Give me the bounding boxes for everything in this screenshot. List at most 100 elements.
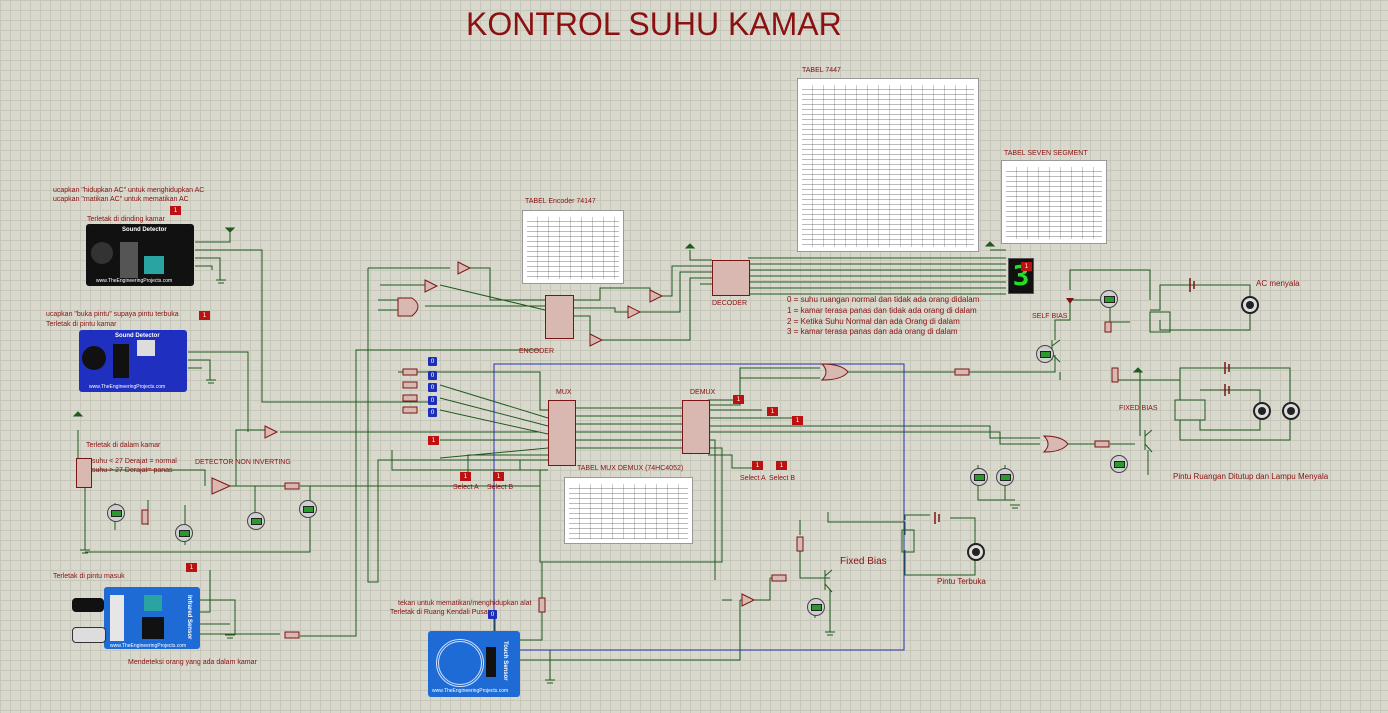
- mux-region-frame: [493, 363, 905, 651]
- voltmeter-icon: [970, 468, 988, 486]
- legend-1: 1 = kamar terasa panas dan tidak ada ora…: [787, 306, 977, 315]
- touch-label: Touch Sensor: [502, 641, 508, 681]
- decoder-chip[interactable]: [712, 260, 750, 296]
- door-open-label: Pintu Terbuka: [937, 577, 986, 586]
- wire-group: [77, 232, 1291, 680]
- select-a-label-1: Select A: [453, 484, 479, 491]
- resistor: [538, 597, 546, 613]
- resistor: [771, 574, 787, 582]
- encoder-table-image: [522, 210, 624, 284]
- buffer-gate: [589, 333, 604, 347]
- touch-note-1: tekan untuk mematikan/menghidupkan alat: [398, 600, 532, 607]
- resistor: [402, 381, 418, 389]
- tabel-encoder-label: TABEL Encoder 74147: [525, 198, 596, 205]
- sound-detector-2-site: www.TheEngineeringProjects.com: [89, 384, 166, 390]
- page-title: KONTROL SUHU KAMAR: [466, 6, 842, 42]
- temperature-sensor[interactable]: [76, 458, 92, 488]
- logic-probe[interactable]: 1: [1021, 262, 1032, 271]
- mux-chip[interactable]: [548, 400, 576, 466]
- temp-rule-2: suhu > 27 Derajat= panas: [92, 467, 173, 474]
- touch-note-2: Terletak di Ruang Kendali Pusat: [390, 609, 490, 616]
- mux-label: MUX: [556, 389, 572, 396]
- or-gate: [1042, 435, 1069, 453]
- potentiometer-icon: [144, 595, 162, 611]
- encoder-label: ENCODER: [519, 348, 555, 355]
- grounds: [80, 279, 1020, 684]
- decoder-label: DECODER: [712, 300, 748, 307]
- vcc-arrows: [72, 227, 1144, 417]
- microphone-icon: [82, 346, 106, 370]
- logic-source[interactable]: 0: [488, 610, 497, 619]
- sound2-note: ucapkan "buka pintu" supaya pintu terbuk…: [46, 311, 179, 318]
- demux-chip[interactable]: [682, 400, 710, 454]
- logic-source[interactable]: 0: [428, 383, 437, 392]
- voltmeter-icon: [107, 504, 125, 522]
- logic-probe[interactable]: 1: [199, 311, 210, 320]
- resistor: [1094, 440, 1110, 448]
- logic-probe[interactable]: 1: [428, 436, 439, 445]
- logic-probe[interactable]: 1: [733, 395, 744, 404]
- sound-detector-2[interactable]: Sound Detector www.TheEngineeringProject…: [79, 330, 187, 392]
- select-b-label-1: Select B: [487, 484, 514, 491]
- logic-probe[interactable]: 1: [170, 206, 181, 215]
- encoder-chip[interactable]: [545, 295, 574, 339]
- fixed-bias-label: Fixed Bias: [840, 556, 887, 567]
- infrared-label: Infrared Sensor: [186, 595, 192, 640]
- select-b-label-2: Select B: [769, 475, 796, 482]
- logic-probe[interactable]: 1: [752, 461, 763, 470]
- touch-pad-icon: [436, 639, 484, 687]
- buffer-gate: [741, 593, 756, 607]
- touch-site: www.TheEngineeringProjects.com: [432, 688, 509, 694]
- legend-2: 2 = Ketika Suhu Normal dan ada Orang di …: [787, 317, 960, 326]
- ir-receiver-icon: [72, 627, 106, 643]
- potentiometer-icon: [137, 340, 155, 356]
- logic-source[interactable]: 0: [428, 371, 437, 380]
- touch-sensor[interactable]: Touch Sensor www.TheEngineeringProjects.…: [428, 631, 520, 697]
- logic-source[interactable]: 0: [428, 357, 437, 366]
- logic-probe[interactable]: 1: [767, 407, 778, 416]
- infrared-sensor[interactable]: Infrared Sensor www.TheEngineeringProjec…: [104, 587, 200, 649]
- buffer-gate: [457, 261, 472, 275]
- sound-detector-1-label: Sound Detector: [122, 227, 167, 233]
- ac-fan-icon: [1241, 296, 1259, 314]
- microphone-icon: [91, 242, 113, 264]
- logic-probe[interactable]: 1: [776, 461, 787, 470]
- temp-location: Terletak di dalam kamar: [86, 442, 161, 449]
- lamp-1-icon: [1253, 402, 1271, 420]
- self-bias-label: SELF BIAS: [1032, 313, 1068, 320]
- logic-probe[interactable]: 1: [460, 472, 471, 481]
- tabel-mux-label: TABEL MUX DEMUX (74HC4052): [577, 465, 684, 472]
- voltmeter-icon: [299, 500, 317, 518]
- voltmeter-icon: [807, 598, 825, 616]
- ir-led-icon: [72, 598, 104, 612]
- tabel-7447-image: [797, 78, 979, 252]
- legend-0: 0 = suhu ruangan normal dan tidak ada or…: [787, 295, 980, 304]
- logic-probe[interactable]: 1: [186, 563, 197, 572]
- voltmeter-icon: [1100, 290, 1118, 308]
- door-light-label: Pintu Ruangan Ditutup dan Lampu Menyala: [1173, 472, 1329, 481]
- sound1-note-1: ucapkan "hidupkan AC" untuk menghidupkan…: [53, 187, 205, 194]
- resistors: [141, 321, 1119, 639]
- resistor: [796, 536, 804, 552]
- opamp: [211, 477, 232, 495]
- voltmeter-icon: [1036, 345, 1054, 363]
- logic-source[interactable]: 0: [428, 408, 437, 417]
- transistors: [824, 339, 1153, 593]
- sound-detector-1[interactable]: Sound Detector www.TheEngineeringProject…: [86, 224, 194, 286]
- logic-source[interactable]: 0: [428, 396, 437, 405]
- and-gate: [397, 297, 419, 317]
- voltmeter-icon: [247, 512, 265, 530]
- sound1-location: Terletak di dinding kamar: [87, 216, 165, 223]
- temp-rule-1: suhu < 27 Derajat = normal: [92, 458, 177, 465]
- legend-3: 3 = kamar terasa panas dan ada orang di …: [787, 327, 958, 336]
- buffer-gate: [264, 425, 279, 439]
- ir-description: Mendeteksi orang yang ada dalam kamar: [128, 659, 257, 666]
- header-pins-icon: [110, 595, 124, 641]
- sound2-location: Terletak di pintu kamar: [46, 321, 117, 328]
- buffer-gate: [649, 289, 664, 303]
- logic-probe[interactable]: 1: [792, 416, 803, 425]
- sound-detector-1-site: www.TheEngineeringProjects.com: [96, 278, 173, 284]
- logic-probe[interactable]: 1: [493, 472, 504, 481]
- resistor: [141, 509, 149, 525]
